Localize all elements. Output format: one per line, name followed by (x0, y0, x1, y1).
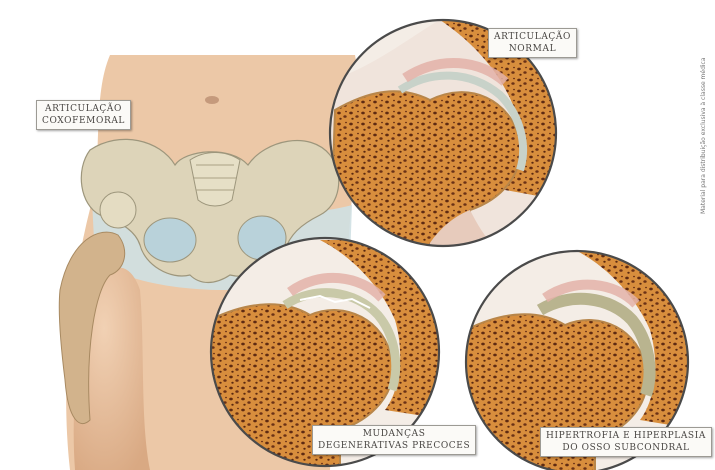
hip-joint-label: Articulação coxofemoral (36, 100, 131, 130)
early-changes-label-line-1: Mudanças (318, 428, 470, 440)
normal-joint-label-line-2: normal (494, 43, 571, 55)
hip-joint-label-line-1: Articulação (42, 103, 125, 115)
normal-joint-label: Articulação normal (488, 28, 577, 58)
hypertrophy-label-line-2: do osso subcondral (546, 442, 706, 454)
normal-joint-label-line-1: Articulação (494, 31, 571, 43)
early-changes-label-line-2: degenerativas precoces (318, 440, 470, 452)
early-changes-label: Mudanças degenerativas precoces (312, 425, 476, 455)
credit-text: Material para distribuição exclusiva à c… (700, 94, 707, 214)
hypertrophy-label-line-1: Hipertrofia e hiperplasia (546, 430, 706, 442)
hypertrophy-label: Hipertrofia e hiperplasia do osso subcon… (540, 427, 712, 457)
hip-joint-label-line-2: coxofemoral (42, 115, 125, 127)
